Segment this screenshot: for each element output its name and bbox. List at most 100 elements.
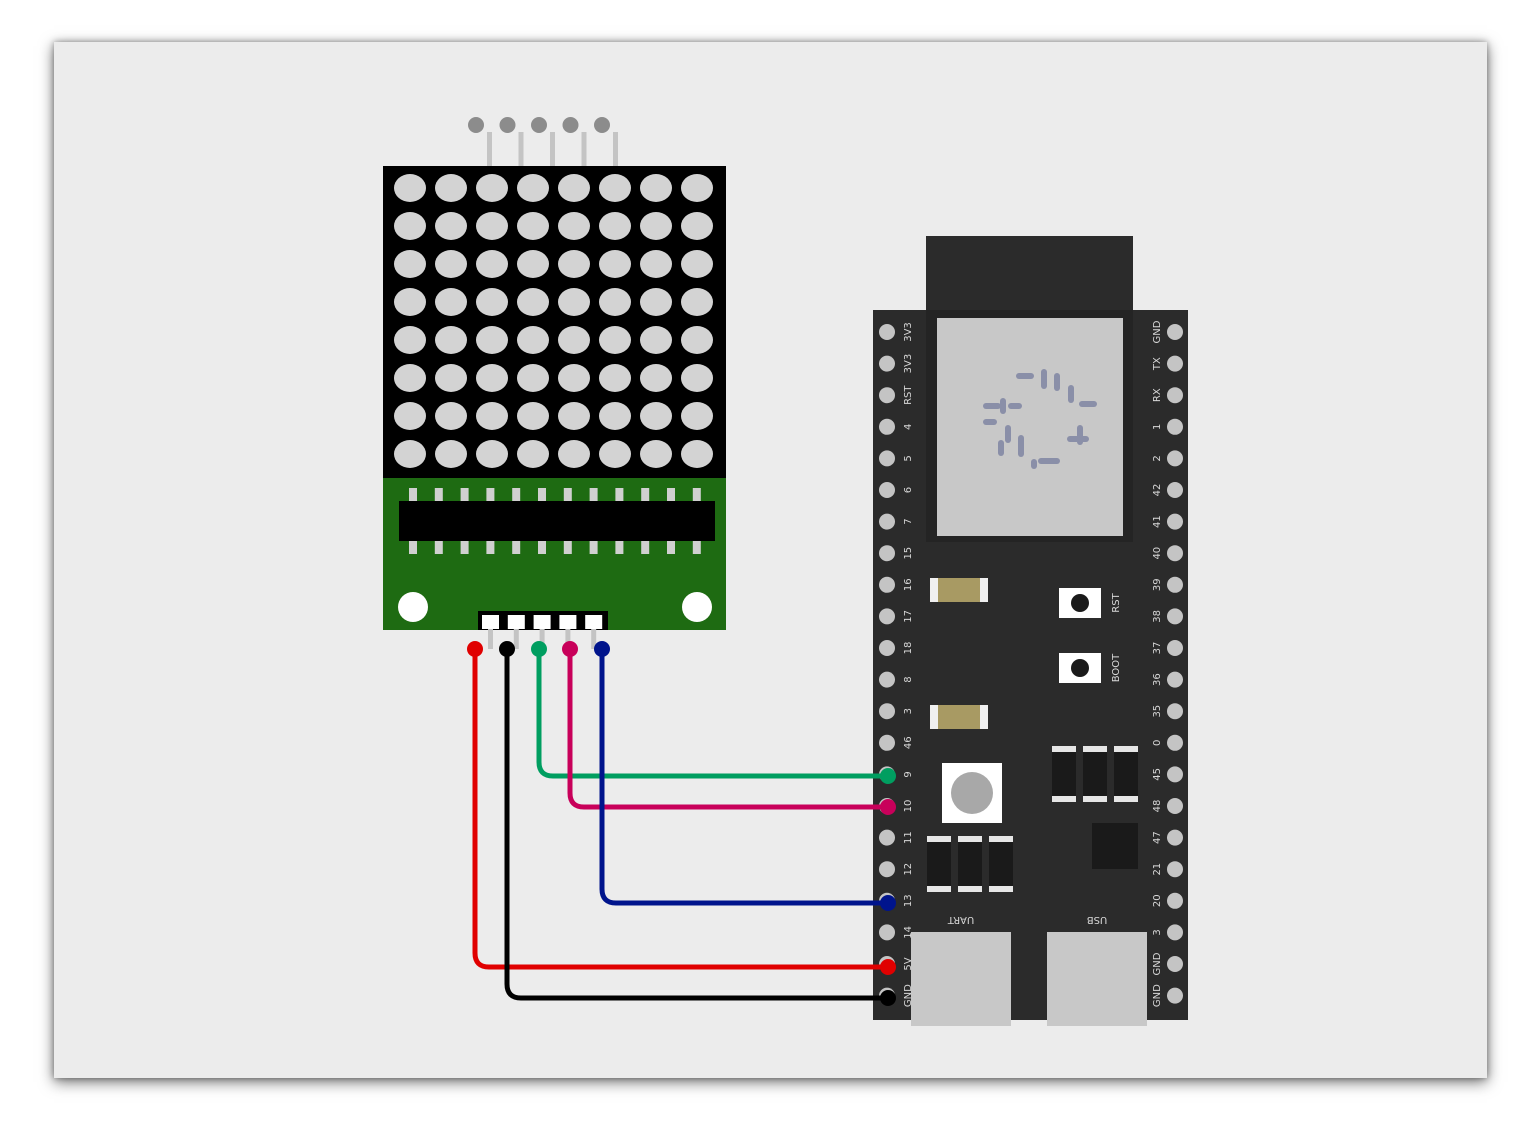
board-pin-left[interactable] [879, 450, 895, 467]
led-dot [394, 402, 426, 430]
board-pin-left[interactable] [879, 734, 895, 751]
matrix-top-pin[interactable] [531, 117, 547, 133]
wire-gpio10[interactable] [567, 649, 888, 810]
logo-stroke [1008, 403, 1022, 409]
smd-pad [1114, 796, 1138, 802]
board-pin-left[interactable] [879, 703, 895, 720]
board-pin-left[interactable] [879, 671, 895, 688]
led-dot [681, 440, 713, 468]
board-pin-right[interactable] [1167, 892, 1183, 909]
chip-leg [460, 540, 469, 554]
board-pin-right[interactable] [1167, 924, 1183, 941]
matrix-top-pin[interactable] [499, 117, 516, 133]
board-pin-right[interactable] [1167, 640, 1183, 656]
led-dot [681, 174, 713, 202]
led-matrix-module[interactable] [383, 117, 726, 649]
board-pin-right[interactable] [1167, 355, 1183, 372]
board-pin-right[interactable] [1167, 608, 1183, 625]
esp32-s3-board[interactable]: 3V33V3RST4567151617188346910111213145VGN… [873, 236, 1188, 1026]
board-pin-left[interactable] [879, 640, 895, 656]
mounting-hole [682, 592, 712, 622]
board-pin-right[interactable] [1167, 734, 1183, 751]
board-pin-left[interactable] [879, 608, 895, 625]
board-pin-right[interactable] [1167, 513, 1183, 530]
matrix-top-pin[interactable] [594, 117, 610, 133]
smd-pad [1083, 796, 1107, 802]
pin-label-left: GND [903, 984, 914, 1007]
led-dot [476, 440, 508, 468]
board-pin-right[interactable] [1167, 545, 1183, 562]
led-dot [681, 288, 713, 316]
wire-gpio9[interactable] [536, 649, 888, 779]
board-pin-right[interactable] [1167, 324, 1183, 340]
wire-5v[interactable] [472, 649, 888, 970]
board-pin-left[interactable] [879, 513, 895, 530]
pin-label-right: 48 [1152, 800, 1163, 813]
logo-stroke [983, 419, 997, 425]
board-pin-left[interactable] [879, 545, 895, 562]
board-pin-left[interactable] [879, 576, 895, 593]
chip-leg [667, 488, 675, 502]
led-dot [599, 440, 631, 468]
board-pin-right[interactable] [1167, 450, 1183, 467]
wire-gnd[interactable] [504, 649, 888, 1001]
led-dot [681, 402, 713, 430]
chip-leg [641, 488, 650, 502]
board-pin-left[interactable] [879, 924, 895, 941]
board-pin-right[interactable] [1167, 671, 1183, 688]
pin-label-left: 5 [903, 455, 914, 461]
matrix-top-pin[interactable] [468, 117, 484, 133]
board-pin-left[interactable] [879, 482, 895, 498]
board-pin-right[interactable] [1167, 829, 1183, 846]
smd-pad [989, 836, 1013, 842]
board-pin-right[interactable] [1167, 798, 1183, 814]
matrix-top-pin-leg [581, 132, 587, 168]
board-pin-right[interactable] [1167, 861, 1183, 878]
board-pin-right[interactable] [1167, 482, 1183, 498]
uart-port[interactable] [911, 932, 1011, 1026]
chip-leg [512, 540, 521, 554]
led-dot [476, 212, 508, 240]
led-dot [517, 440, 549, 468]
wire-gpio13[interactable] [599, 649, 888, 906]
smd-pad [1052, 796, 1076, 802]
matrix-top-pin[interactable] [562, 117, 579, 133]
board-pin-left[interactable] [879, 387, 895, 404]
usb-port[interactable] [1047, 932, 1147, 1026]
led-dot [435, 364, 467, 392]
matrix-display [383, 166, 726, 479]
led-dot [476, 326, 508, 354]
led-dot [476, 288, 508, 316]
pin-label-left: 14 [903, 926, 914, 939]
logo-stroke [1038, 458, 1060, 464]
matrix-pin-leg [513, 629, 519, 649]
chip-leg [409, 488, 417, 502]
led-dot [558, 212, 590, 240]
board-pin-left[interactable] [879, 829, 895, 846]
led-dot [435, 250, 467, 278]
pin-label-left: 18 [903, 642, 914, 655]
board-pin-right[interactable] [1167, 956, 1183, 972]
board-pin-right[interactable] [1167, 766, 1183, 783]
chip-leg [538, 540, 546, 554]
board-pin-right[interactable] [1167, 387, 1183, 404]
led-dot [394, 288, 426, 316]
chip-leg [563, 488, 572, 502]
board-pin-right[interactable] [1167, 703, 1183, 720]
pin-label-right: TX [1152, 357, 1163, 371]
board-pin-left[interactable] [879, 418, 895, 435]
board-pin-left[interactable] [879, 861, 895, 878]
board-pin-right[interactable] [1167, 987, 1183, 1004]
board-pin-right[interactable] [1167, 418, 1183, 435]
led-dot [394, 212, 426, 240]
logo-stroke [1054, 373, 1060, 391]
board-pin-left[interactable] [879, 324, 895, 340]
led-dot [681, 212, 713, 240]
wire-gpio9-start-dot [531, 641, 547, 657]
board-pin-right[interactable] [1167, 576, 1183, 593]
board-pin-left[interactable] [879, 355, 895, 372]
led-dot [558, 402, 590, 430]
pin-label-left: 8 [903, 676, 914, 682]
wire-gpio10-end-dot [880, 799, 896, 815]
led-dot [599, 364, 631, 392]
